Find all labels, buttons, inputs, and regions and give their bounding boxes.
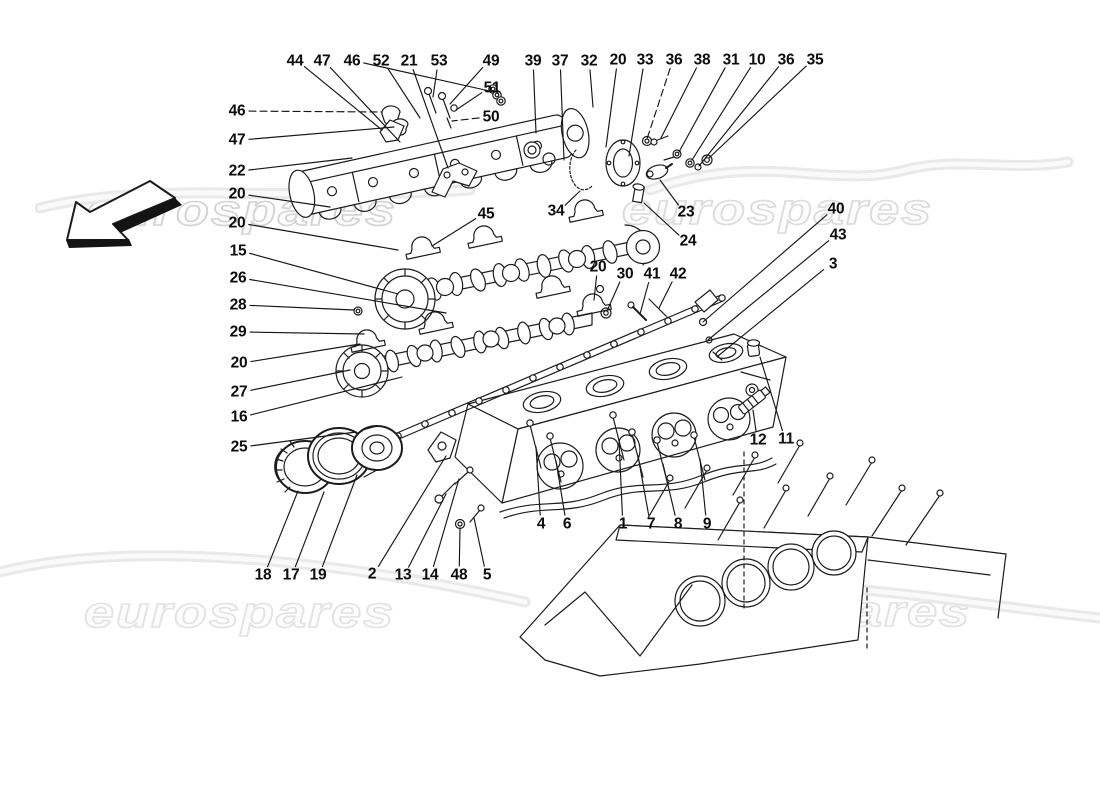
callout-40[interactable]: 40	[827, 200, 845, 218]
callout-50[interactable]: 50	[482, 108, 500, 126]
callout-49[interactable]: 49	[482, 52, 500, 70]
callout-14[interactable]: 14	[421, 566, 439, 584]
callout-5[interactable]: 5	[482, 566, 492, 584]
callout-17[interactable]: 17	[282, 566, 300, 584]
callout-48[interactable]: 48	[450, 566, 468, 584]
front-seals	[274, 425, 403, 494]
callout-32[interactable]: 32	[580, 52, 598, 70]
callout-44[interactable]: 44	[286, 52, 304, 70]
callout-38[interactable]: 38	[693, 51, 711, 69]
callout-52[interactable]: 52	[372, 52, 390, 70]
callout-28[interactable]: 28	[229, 296, 247, 314]
callout-22[interactable]: 22	[228, 162, 246, 180]
callout-7[interactable]: 7	[646, 515, 656, 533]
callout-33[interactable]: 33	[636, 51, 654, 69]
cam-cover	[288, 108, 590, 220]
callout-30[interactable]: 30	[616, 265, 634, 283]
callout-25[interactable]: 25	[230, 438, 248, 456]
camshafts	[335, 221, 668, 398]
callout-20[interactable]: 20	[609, 51, 627, 69]
callout-3[interactable]: 3	[828, 255, 838, 273]
callout-46[interactable]: 46	[343, 52, 361, 70]
callout-11[interactable]: 11	[778, 430, 794, 448]
callout-23[interactable]: 23	[677, 203, 695, 221]
callout-53[interactable]: 53	[430, 52, 448, 70]
callout-20[interactable]: 20	[589, 258, 607, 276]
callout-1[interactable]: 1	[618, 515, 628, 533]
leader-lines	[248, 62, 830, 568]
callout-15[interactable]: 15	[229, 242, 247, 260]
callout-19[interactable]: 19	[309, 566, 327, 584]
callout-12[interactable]: 12	[749, 431, 767, 449]
callout-18[interactable]: 18	[254, 566, 272, 584]
callout-31[interactable]: 31	[722, 51, 740, 69]
callout-20[interactable]: 20	[230, 354, 248, 372]
callout-8[interactable]: 8	[673, 515, 683, 533]
callout-42[interactable]: 42	[669, 265, 687, 283]
callout-47[interactable]: 47	[313, 52, 331, 70]
callout-43[interactable]: 43	[829, 226, 847, 244]
small-parts	[379, 84, 771, 530]
callout-16[interactable]: 16	[230, 408, 248, 426]
callout-46[interactable]: 46	[228, 102, 246, 120]
callout-39[interactable]: 39	[524, 52, 542, 70]
callout-27[interactable]: 27	[230, 383, 248, 401]
callout-35[interactable]: 35	[806, 51, 824, 69]
callout-29[interactable]: 29	[229, 323, 247, 341]
timing-chain	[394, 289, 726, 440]
callout-2[interactable]: 2	[367, 565, 377, 583]
callout-24[interactable]: 24	[679, 232, 697, 250]
callout-41[interactable]: 41	[643, 265, 661, 283]
callout-45[interactable]: 45	[477, 205, 495, 223]
callout-20[interactable]: 20	[228, 214, 246, 232]
callout-21[interactable]: 21	[400, 52, 418, 70]
callout-47[interactable]: 47	[228, 131, 246, 149]
cylinder-head	[427, 333, 787, 519]
direction-arrow	[66, 180, 182, 248]
callout-9[interactable]: 9	[702, 515, 712, 533]
callout-10[interactable]: 10	[748, 51, 766, 69]
callout-4[interactable]: 4	[536, 515, 546, 533]
callout-36[interactable]: 36	[665, 51, 683, 69]
engine-block	[519, 439, 1007, 677]
callout-34[interactable]: 34	[547, 202, 565, 220]
callout-6[interactable]: 6	[562, 515, 572, 533]
callout-36[interactable]: 36	[777, 51, 795, 69]
callout-51[interactable]: 51	[483, 79, 501, 97]
callout-26[interactable]: 26	[229, 269, 247, 287]
callout-13[interactable]: 13	[394, 566, 412, 584]
callout-20[interactable]: 20	[228, 185, 246, 203]
callout-37[interactable]: 37	[551, 52, 569, 70]
